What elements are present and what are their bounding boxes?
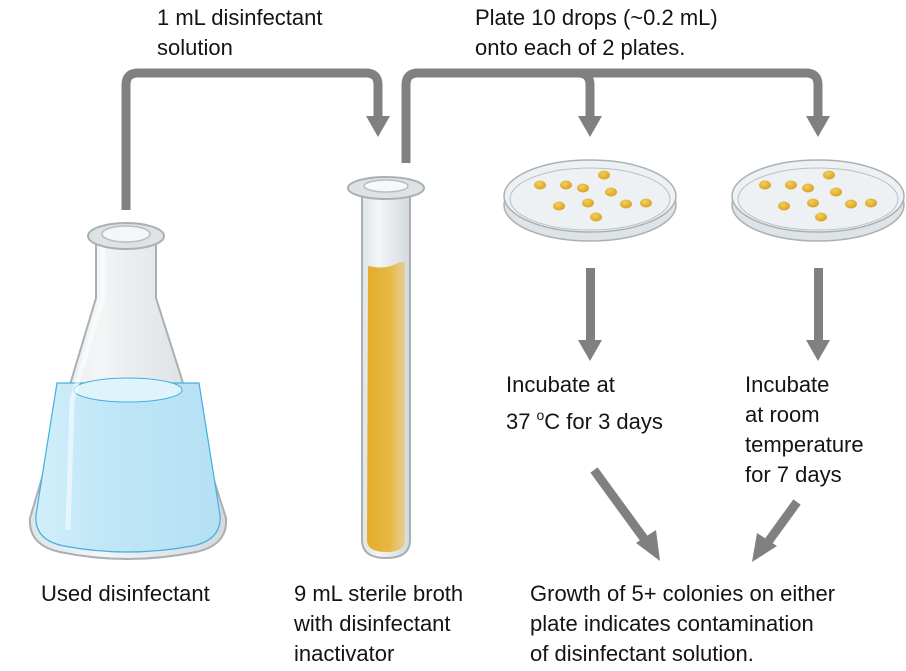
incubate-37c-duration: C for 3 days [544,409,663,434]
arrow-flask-to-tube [121,68,383,210]
incubate-37c-text: Incubate at 37 [506,372,615,434]
petri-plate-37c-icon [503,159,677,242]
arrow-incubate37-to-result [590,467,660,561]
arrow-plate1-to-incubate [578,268,602,361]
arrow-incubateroom-to-result [752,499,801,562]
transfer-volume-label: 1 mL disinfectant solution [157,5,323,60]
result-caption: Growth of 5+ colonies on either plate in… [530,581,836,666]
plating-step-label: Plate 10 drops (~0.2 mL) onto each of 2 … [475,5,718,60]
flask-caption: Used disinfectant [41,581,210,606]
arrow-plate2-to-incubate [806,268,830,361]
incubate-room-temp-label: Incubate at room temperature for 7 days [745,372,864,487]
tube-caption: 9 mL sterile broth with disinfectant ina… [294,581,464,666]
arrow-head-icon [578,116,602,137]
test-tube-icon [347,176,425,560]
arrow-head-icon [366,116,390,137]
arrow-head-icon [806,116,830,137]
erlenmeyer-flask-icon [28,222,228,560]
degree-symbol: o [536,407,545,423]
petri-plate-room-temp-icon [731,159,905,242]
arrow-tube-to-plates [401,68,823,163]
